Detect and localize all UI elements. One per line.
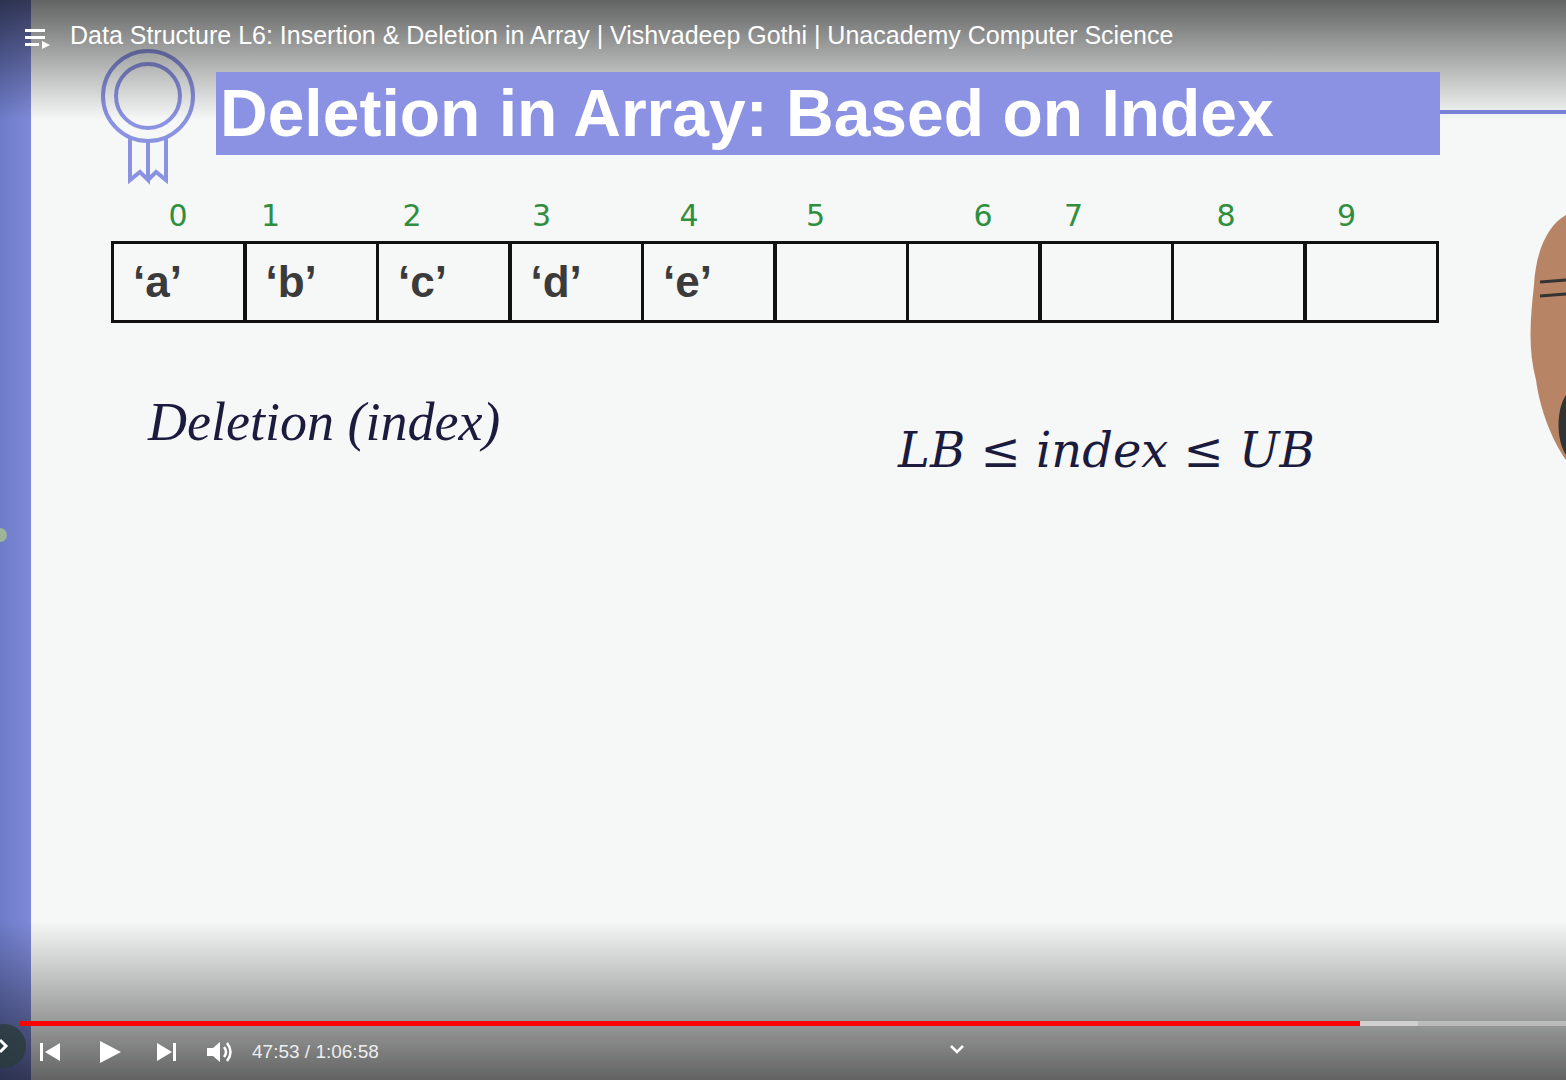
handwritten-condition-text: LB ≤ index ≤ UB — [898, 422, 1315, 480]
progress-buffer — [1360, 1021, 1418, 1026]
playlist-icon — [25, 29, 50, 49]
index-label-wrap: 9 — [1337, 201, 1356, 231]
index-number: 1 — [261, 201, 280, 231]
bottom-shade — [0, 920, 1566, 1080]
index-number: 7 — [1064, 201, 1083, 231]
index-number: 8 — [1216, 201, 1235, 231]
slide-heading: Deletion in Array: Based on Index — [220, 72, 1274, 155]
array-cell: 0‘a’ — [111, 241, 246, 323]
index-label-wrap: 8 — [1216, 201, 1235, 231]
time-display-text: 47:53 / 1:06:58 — [252, 1041, 379, 1064]
index-label-wrap: 7 — [1064, 201, 1083, 231]
index-number: 5 — [806, 201, 825, 231]
array-cell: 9 — [1304, 241, 1439, 323]
array-cell: 1‘b’ — [244, 241, 379, 323]
cell-value-wrap: ‘a’ — [133, 244, 182, 320]
index-label-wrap: 4 — [679, 201, 698, 231]
video-title: Data Structure L6: Insertion & Deletion … — [70, 20, 1173, 50]
time-display: 47:53 / 1:06:58 — [252, 1041, 379, 1064]
cell-value: ‘c’ — [398, 260, 447, 304]
cell-value-wrap: ‘d’ — [531, 244, 582, 320]
progress-track — [20, 1021, 1566, 1026]
index-label-wrap: 5 — [806, 201, 825, 231]
array-cell: 6 — [906, 241, 1041, 323]
index-number: 9 — [1337, 201, 1356, 231]
index-number: 6 — [973, 201, 992, 231]
cell-value: ‘d’ — [531, 260, 582, 304]
array-cell: 5 — [774, 241, 909, 323]
index-number: 4 — [679, 201, 698, 231]
handwritten-note: Deletion (index) — [148, 390, 500, 455]
presenter — [1531, 215, 1566, 460]
array-cell: 4‘e’ — [641, 241, 776, 323]
index-label-wrap: 6 — [973, 201, 992, 231]
cell-value-wrap: ‘e’ — [663, 244, 712, 320]
index-number: 2 — [402, 201, 421, 231]
side-dot — [0, 528, 7, 542]
presenter-glasses — [1540, 280, 1566, 296]
array-cell: 2‘c’ — [376, 241, 511, 323]
cell-value: ‘a’ — [133, 260, 182, 304]
handwritten-note-text: Deletion (index) — [148, 390, 500, 455]
progress-played — [20, 1021, 1360, 1026]
cell-value-wrap: ‘c’ — [398, 244, 447, 320]
heading-band: Deletion in Array: Based on Index — [216, 72, 1440, 155]
cell-value: ‘b’ — [266, 260, 317, 304]
index-label-wrap: 0 — [168, 201, 187, 231]
cell-value-wrap: ‘b’ — [266, 244, 317, 320]
video-title-text: Data Structure L6: Insertion & Deletion … — [70, 20, 1173, 50]
corner-button — [0, 1024, 26, 1068]
index-number: 0 — [168, 201, 187, 231]
cell-value: ‘e’ — [663, 260, 712, 304]
presenter-beard — [1559, 395, 1566, 455]
index-number: 3 — [532, 201, 551, 231]
handwritten-condition: LB ≤ index ≤ UB — [898, 422, 1315, 480]
index-label-wrap: 2 — [402, 201, 421, 231]
array-cell: 3‘d’ — [509, 241, 644, 323]
player-controls — [40, 1041, 220, 1063]
array-cell: 8 — [1171, 241, 1306, 323]
array-cell: 7 — [1039, 241, 1174, 323]
index-label-wrap: 3 — [532, 201, 551, 231]
corner-chevron — [0, 1040, 6, 1052]
index-label-wrap: 1 — [261, 201, 280, 231]
